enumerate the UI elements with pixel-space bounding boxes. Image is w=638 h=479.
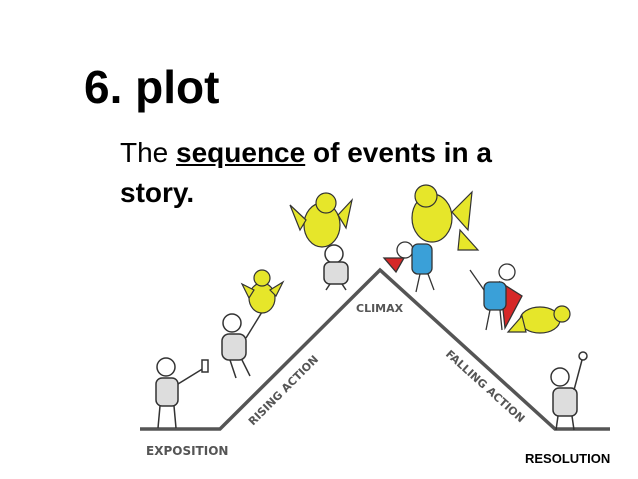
resolution-man-figure xyxy=(550,351,588,431)
small-dragon-figure xyxy=(240,269,285,314)
climax-hero-figure xyxy=(382,241,435,293)
definition-text: The sequence of events in a story. xyxy=(120,133,520,213)
exposition-man-figure xyxy=(155,357,209,429)
rising-man-figure xyxy=(221,311,263,379)
label-exposition: EXPOSITION xyxy=(146,444,228,458)
definition-rest: of events in a story. xyxy=(120,137,492,208)
definition-lead: The xyxy=(120,137,177,168)
label-resolution: RESOLUTION xyxy=(525,451,611,466)
falling-dragon-figure xyxy=(506,305,571,334)
slide-title: 6. plot xyxy=(84,61,220,113)
falling-hero-figure xyxy=(469,263,523,331)
climax-dragon-figure xyxy=(411,184,480,251)
label-climax: CLIMAX xyxy=(356,302,404,315)
carried-man-figure xyxy=(323,244,349,291)
definition-key-term: sequence xyxy=(176,137,306,168)
plot-line xyxy=(140,267,610,431)
climbing-dragon-figure xyxy=(289,192,354,248)
label-falling-action: FALLING ACTION xyxy=(443,348,527,426)
